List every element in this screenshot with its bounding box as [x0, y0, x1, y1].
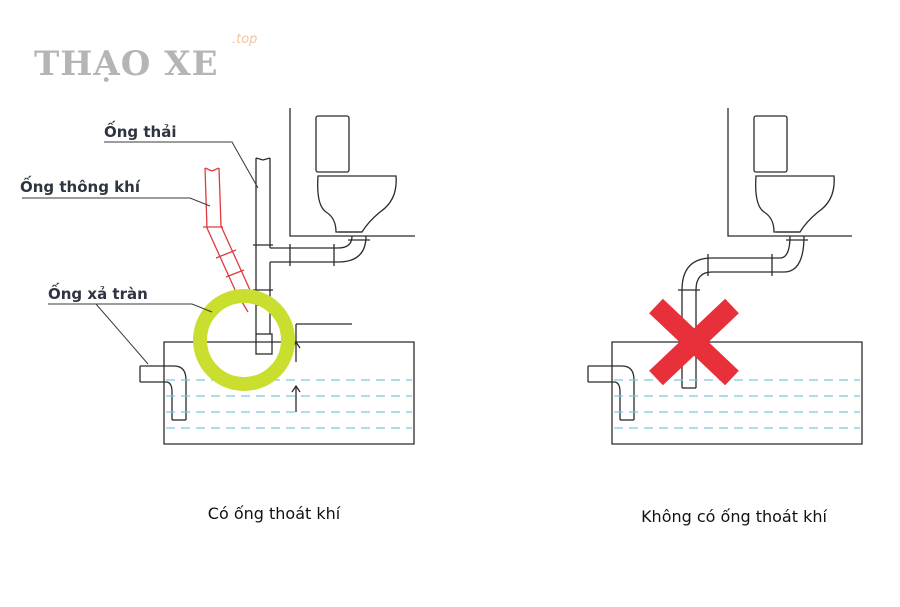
captions: Có ống thoát khí Không có ống thoát khí	[208, 504, 828, 526]
left-overflow-pipe	[139, 365, 187, 421]
leader-waste-pipe	[104, 141, 259, 189]
labels: Ống thải Ống thông khí Ống xả tràn	[20, 120, 177, 303]
right-drain-pipe	[678, 235, 808, 389]
left-pipe-stub	[255, 323, 352, 355]
left-water	[166, 379, 412, 429]
left-wall	[289, 108, 415, 237]
left-diagram	[139, 108, 415, 445]
caption-left: Có ống thoát khí	[208, 504, 341, 523]
right-diagram	[587, 108, 863, 445]
leader-overflow-1	[48, 303, 213, 313]
right-overflow-pipe	[587, 365, 635, 421]
caption-right: Không có ống thoát khí	[641, 507, 827, 526]
right-wall	[727, 108, 852, 237]
highlight-ring	[193, 289, 295, 391]
cross-icon	[649, 298, 739, 386]
right-water	[614, 379, 860, 429]
label-vent-pipe: Ống thông khí	[20, 175, 141, 196]
leader-overflow-2	[48, 303, 149, 365]
logo-text: THẠO XE	[34, 44, 219, 84]
label-waste-pipe: Ống thải	[104, 120, 177, 141]
left-toilet	[315, 115, 397, 233]
logo-suffix: .top	[232, 32, 257, 47]
leader-vent-pipe	[22, 197, 211, 207]
label-overflow-pipe: Ống xả tràn	[48, 282, 148, 303]
left-tank	[163, 341, 415, 445]
right-toilet	[753, 115, 835, 233]
logo: THẠO XE .top	[34, 32, 257, 84]
right-tank	[611, 341, 863, 445]
label-leaders	[22, 141, 259, 365]
